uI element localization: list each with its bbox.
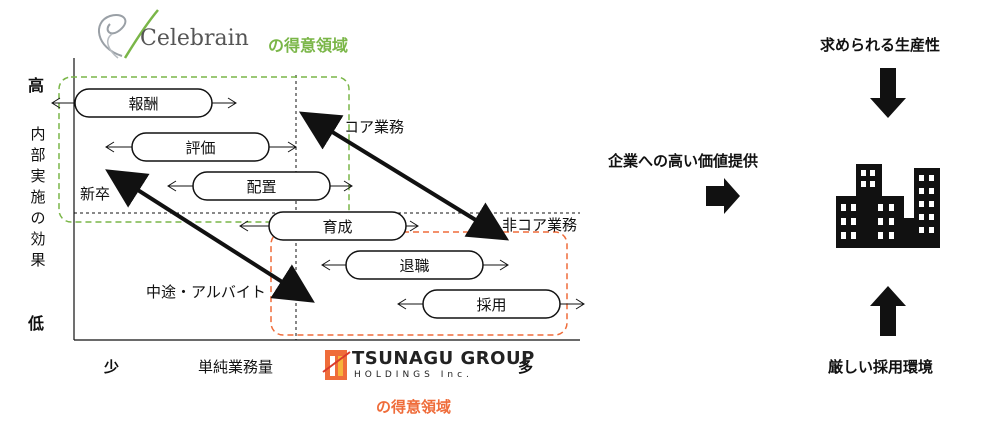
tsunagu-brand-sub: HOLDINGS Inc. [354,370,473,380]
pill-label-placement: 配置 [246,178,277,196]
pill-evaluation [131,132,270,162]
pill-resignation [345,250,484,280]
x-axis-low: 少 [104,358,120,376]
y-axis-low: 低 [28,314,45,333]
tsunagu-logo-icon [322,350,351,380]
newgrad-midcareer-arrow [105,169,315,303]
x-axis-title: 単純業務量 [198,358,274,376]
pill-reward [74,88,213,118]
tsunagu-domain-box [270,231,568,336]
value-arrow-right-icon [706,178,740,214]
productivity-text: 求められる生産性 [820,36,941,54]
x-axis-high: 多 [518,358,534,376]
range-arrowheads-evaluation [105,141,297,153]
productivity-arrow-down-icon [870,68,906,118]
range-arrowheads-reward [51,97,237,109]
tsunagu-brand-name: TSUNAGU GROUP [352,348,535,369]
pill-label-recruitment: 採用 [476,296,507,314]
pill-recruitment [422,289,561,319]
value-provision-text: 企業への高い価値提供 [608,152,759,170]
core-work-label: コア業務 [344,118,405,136]
pill-label-development: 育成 [322,218,353,236]
mid-career-label: 中途・アルバイト [146,283,266,301]
new-grad-label: 新卒 [80,185,111,203]
non-core-work-label: 非コア業務 [502,216,578,234]
recruitment-environment-text: 厳しい採用環境 [828,358,934,376]
pill-label-evaluation: 評価 [185,139,216,157]
celebrain-logo-icon [98,9,159,59]
celebrain-brand-name: Celebrain [140,26,249,51]
pill-label-reward: 報酬 [128,95,159,113]
y-axis-title: 内部実施の効果 [30,125,46,269]
y-axis-high: 高 [28,76,45,95]
pill-label-resignation: 退職 [399,257,430,275]
tsunagu-domain-label: の得意領域 [376,398,452,416]
buildings-icon [836,164,940,248]
range-arrowheads-resignation [321,259,509,271]
celebrain-domain-label: の得意領域 [268,36,349,55]
recruitment-arrow-up-icon [870,286,906,336]
core-noncore-arrow [298,111,510,241]
range-arrowheads-recruitment [397,298,585,310]
